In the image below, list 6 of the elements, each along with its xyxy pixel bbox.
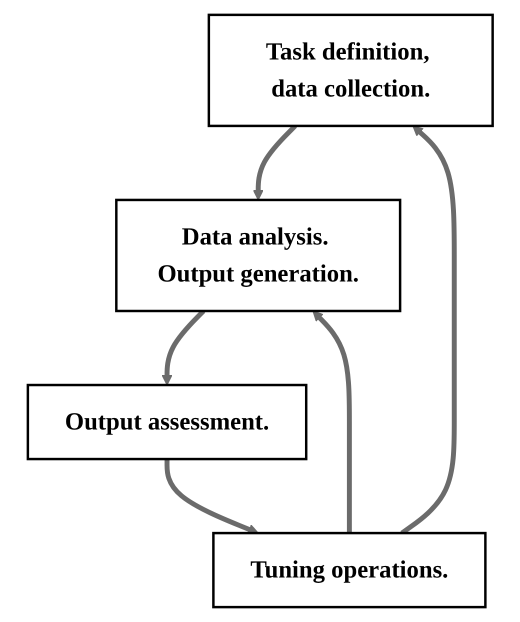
node-box: Data analysis. Output generation. bbox=[114, 198, 402, 312]
node-box: Tuning operations. bbox=[212, 532, 486, 608]
node-box: Task definition, data collection. bbox=[207, 14, 494, 128]
arrow bbox=[164, 459, 258, 534]
node-box: Output assessment. bbox=[26, 384, 308, 460]
arrow bbox=[312, 310, 352, 534]
